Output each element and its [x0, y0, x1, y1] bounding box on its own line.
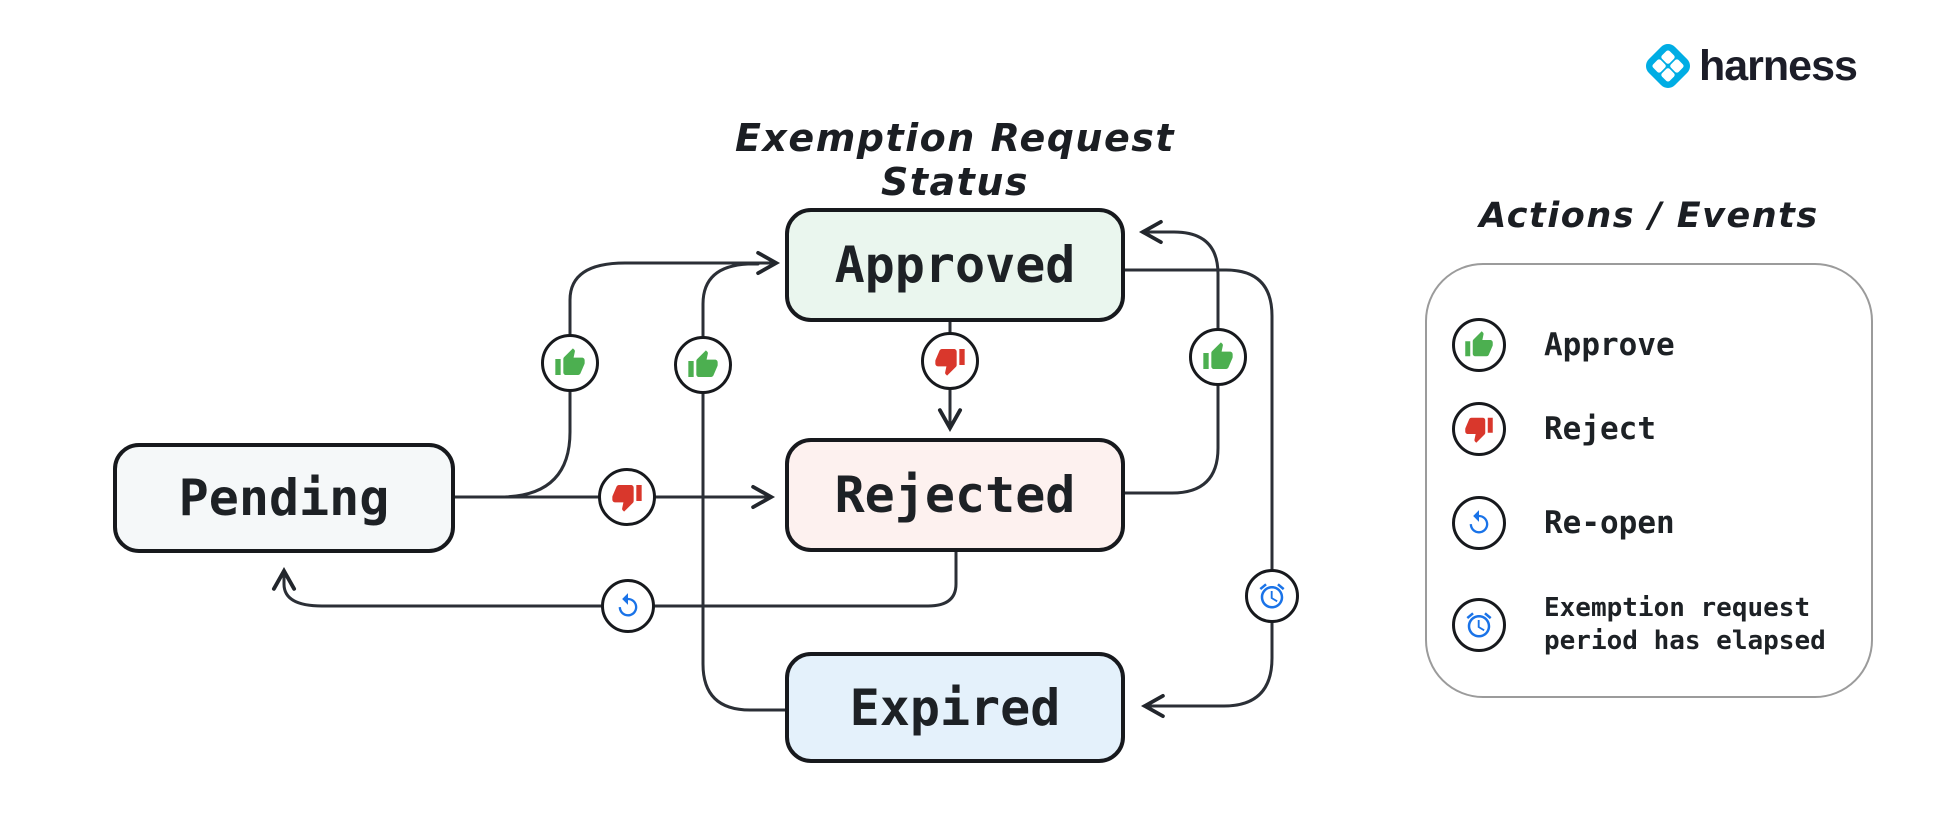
reopen-icon: [618, 593, 638, 617]
thumbs-down-icon: [612, 485, 642, 512]
thumbs-up-icon: [1465, 331, 1493, 357]
thumbs-down-icon: [935, 349, 965, 376]
timer-badge: [1245, 569, 1299, 623]
approve-badge: [541, 334, 599, 392]
timer-badge: [1452, 597, 1506, 652]
legend-box: Approve Reject Re-open: [1425, 263, 1873, 698]
approve-badge: [1452, 318, 1506, 372]
legend-label-reopen: Re-open: [1544, 504, 1675, 541]
thumbs-up-icon: [688, 350, 718, 377]
reopen-icon: [1469, 510, 1489, 534]
legend-item-reject: Reject: [1452, 402, 1656, 456]
legend-item-elapsed: Exemption request period has elapsed: [1452, 592, 1826, 657]
state-expired: Expired: [785, 652, 1125, 763]
alarm-icon: [1259, 583, 1285, 609]
harness-logo: harness: [1642, 40, 1858, 92]
thumbs-down-icon: [1465, 417, 1493, 443]
edge-approved-expired: [1123, 268, 1274, 719]
legend-item-reopen: Re-open: [1452, 496, 1675, 550]
state-approved: Approved: [785, 208, 1125, 322]
reopen-badge: [1452, 496, 1506, 550]
harness-logo-icon: [1645, 43, 1691, 89]
edge-expired-approved: [701, 262, 787, 712]
approve-badge: [674, 336, 732, 394]
thumbs-up-icon: [555, 348, 585, 375]
legend-label-elapsed: Exemption request period has elapsed: [1544, 593, 1826, 656]
legend-label-reject: Reject: [1544, 410, 1656, 447]
legend-item-approve: Approve: [1452, 318, 1675, 372]
legend-title: Actions / Events: [1479, 196, 1819, 236]
brand-name: harness: [1699, 41, 1858, 90]
approve-badge: [1189, 328, 1247, 386]
reopen-badge: [601, 579, 655, 633]
reject-badge: [598, 468, 656, 526]
legend-label-approve: Approve: [1544, 326, 1675, 363]
diagram-title: Exemption Request Status: [734, 116, 1176, 204]
reject-badge: [1452, 402, 1506, 456]
edge-pending-approved: [453, 250, 781, 499]
alarm-icon: [1466, 611, 1492, 637]
reject-badge: [921, 332, 979, 390]
state-rejected: Rejected: [785, 438, 1125, 552]
thumbs-up-icon: [1203, 342, 1233, 369]
edge-rejected-approved: [1123, 219, 1220, 495]
state-pending: Pending: [113, 443, 455, 553]
